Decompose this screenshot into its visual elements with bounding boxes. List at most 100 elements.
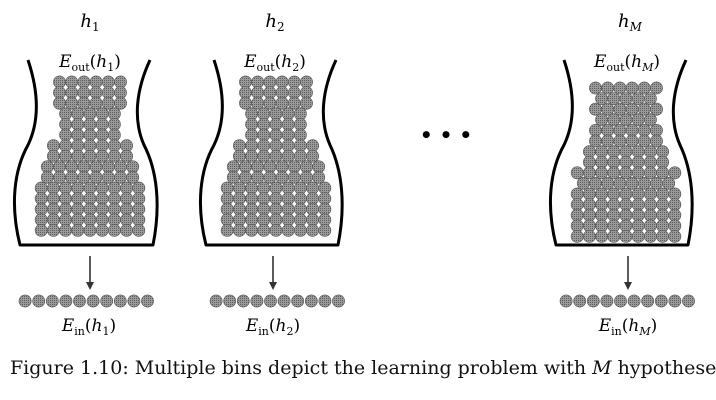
marble (601, 81, 615, 95)
marble (613, 134, 627, 148)
marble (108, 149, 121, 163)
marble (95, 223, 109, 237)
marble (65, 170, 79, 184)
marble (306, 149, 319, 163)
marble (650, 102, 663, 116)
marble (114, 96, 127, 110)
marble (644, 92, 657, 105)
marble (245, 149, 258, 163)
e-out-label-1: Eout(h1) (58, 52, 121, 74)
marble (607, 166, 621, 180)
marble (245, 223, 258, 237)
marble (595, 166, 608, 180)
marble (275, 96, 289, 110)
marble (47, 149, 60, 163)
sample-marble (100, 294, 114, 308)
marble (120, 223, 133, 237)
marble (281, 223, 295, 237)
marble (570, 229, 584, 243)
marble (650, 134, 663, 148)
marble (595, 229, 608, 243)
marble (300, 96, 313, 110)
marble (83, 149, 97, 163)
marble (613, 176, 627, 190)
marble (251, 96, 265, 110)
ellipsis-dots: • • • (420, 123, 472, 147)
marble (53, 170, 66, 184)
marble (293, 223, 307, 237)
sample-marble (332, 294, 345, 308)
marble (619, 92, 633, 105)
sample-marbles-1 (18, 294, 154, 308)
marble (71, 149, 85, 163)
marble (263, 170, 277, 184)
marble (83, 223, 97, 237)
sample-marbles-m (559, 294, 695, 308)
sample-marble (18, 294, 32, 308)
bin-outline-1 (12, 59, 159, 247)
marble (318, 223, 332, 237)
marble (637, 134, 651, 148)
marble (59, 149, 72, 163)
marble (625, 102, 639, 116)
bin-outline-2 (198, 59, 344, 247)
caption-math: M (592, 357, 612, 379)
marble (625, 176, 639, 190)
marble (570, 166, 584, 180)
bin-marbles-m (570, 81, 682, 243)
marble (281, 149, 295, 163)
bin-marbles-1 (34, 75, 146, 237)
marble (607, 229, 621, 243)
sample-marble (291, 294, 305, 308)
marble (650, 176, 663, 190)
caption-suffix: hypotheses (611, 357, 716, 379)
marble (239, 170, 252, 184)
sample-marble (86, 294, 100, 308)
sample-marble (264, 294, 277, 308)
marble (287, 170, 301, 184)
e-in-label-1: Ein(h1) (61, 316, 116, 338)
marble (613, 102, 627, 116)
marble (656, 166, 669, 180)
sample-marble (573, 294, 587, 308)
marble (71, 223, 85, 237)
marble (607, 113, 621, 127)
marble (77, 96, 91, 110)
hypothesis-label-2: h2 (265, 11, 284, 34)
marble (101, 96, 115, 110)
marble (637, 176, 651, 190)
marble (576, 176, 590, 190)
sample-marble (73, 294, 86, 308)
marble (637, 102, 651, 116)
marble (114, 170, 127, 184)
marble (132, 223, 146, 237)
sample-marble (641, 294, 655, 308)
marble (625, 134, 639, 148)
sample-marble (627, 294, 641, 308)
bin-1: h1 Eout(h1) Ein(h1) (12, 11, 159, 338)
marble (293, 149, 307, 163)
marble (650, 81, 663, 95)
marble (120, 149, 133, 163)
marble (589, 176, 602, 190)
bin-m: hM Eout(hM) Ein(hM) (548, 11, 695, 338)
marble (65, 96, 79, 110)
bin-2: h2 Eout(h2) Ein(h2) (198, 11, 345, 338)
marble (583, 166, 596, 180)
marble (637, 81, 651, 95)
marble (269, 149, 283, 163)
sample-marble (614, 294, 627, 308)
marble (625, 81, 639, 95)
marble (601, 134, 615, 148)
sample-marble (127, 294, 141, 308)
sample-marble (45, 294, 59, 308)
sample-marble (113, 294, 127, 308)
marble (220, 223, 234, 237)
marble (239, 96, 252, 110)
bins-diagram: h1 Eout(h1) Ein(h1) h2 Eout(h2) Ein(h2) … (12, 11, 695, 338)
marble (644, 166, 657, 180)
marble (631, 113, 645, 127)
marble (40, 170, 54, 184)
marble (662, 176, 676, 190)
marble (232, 223, 246, 237)
